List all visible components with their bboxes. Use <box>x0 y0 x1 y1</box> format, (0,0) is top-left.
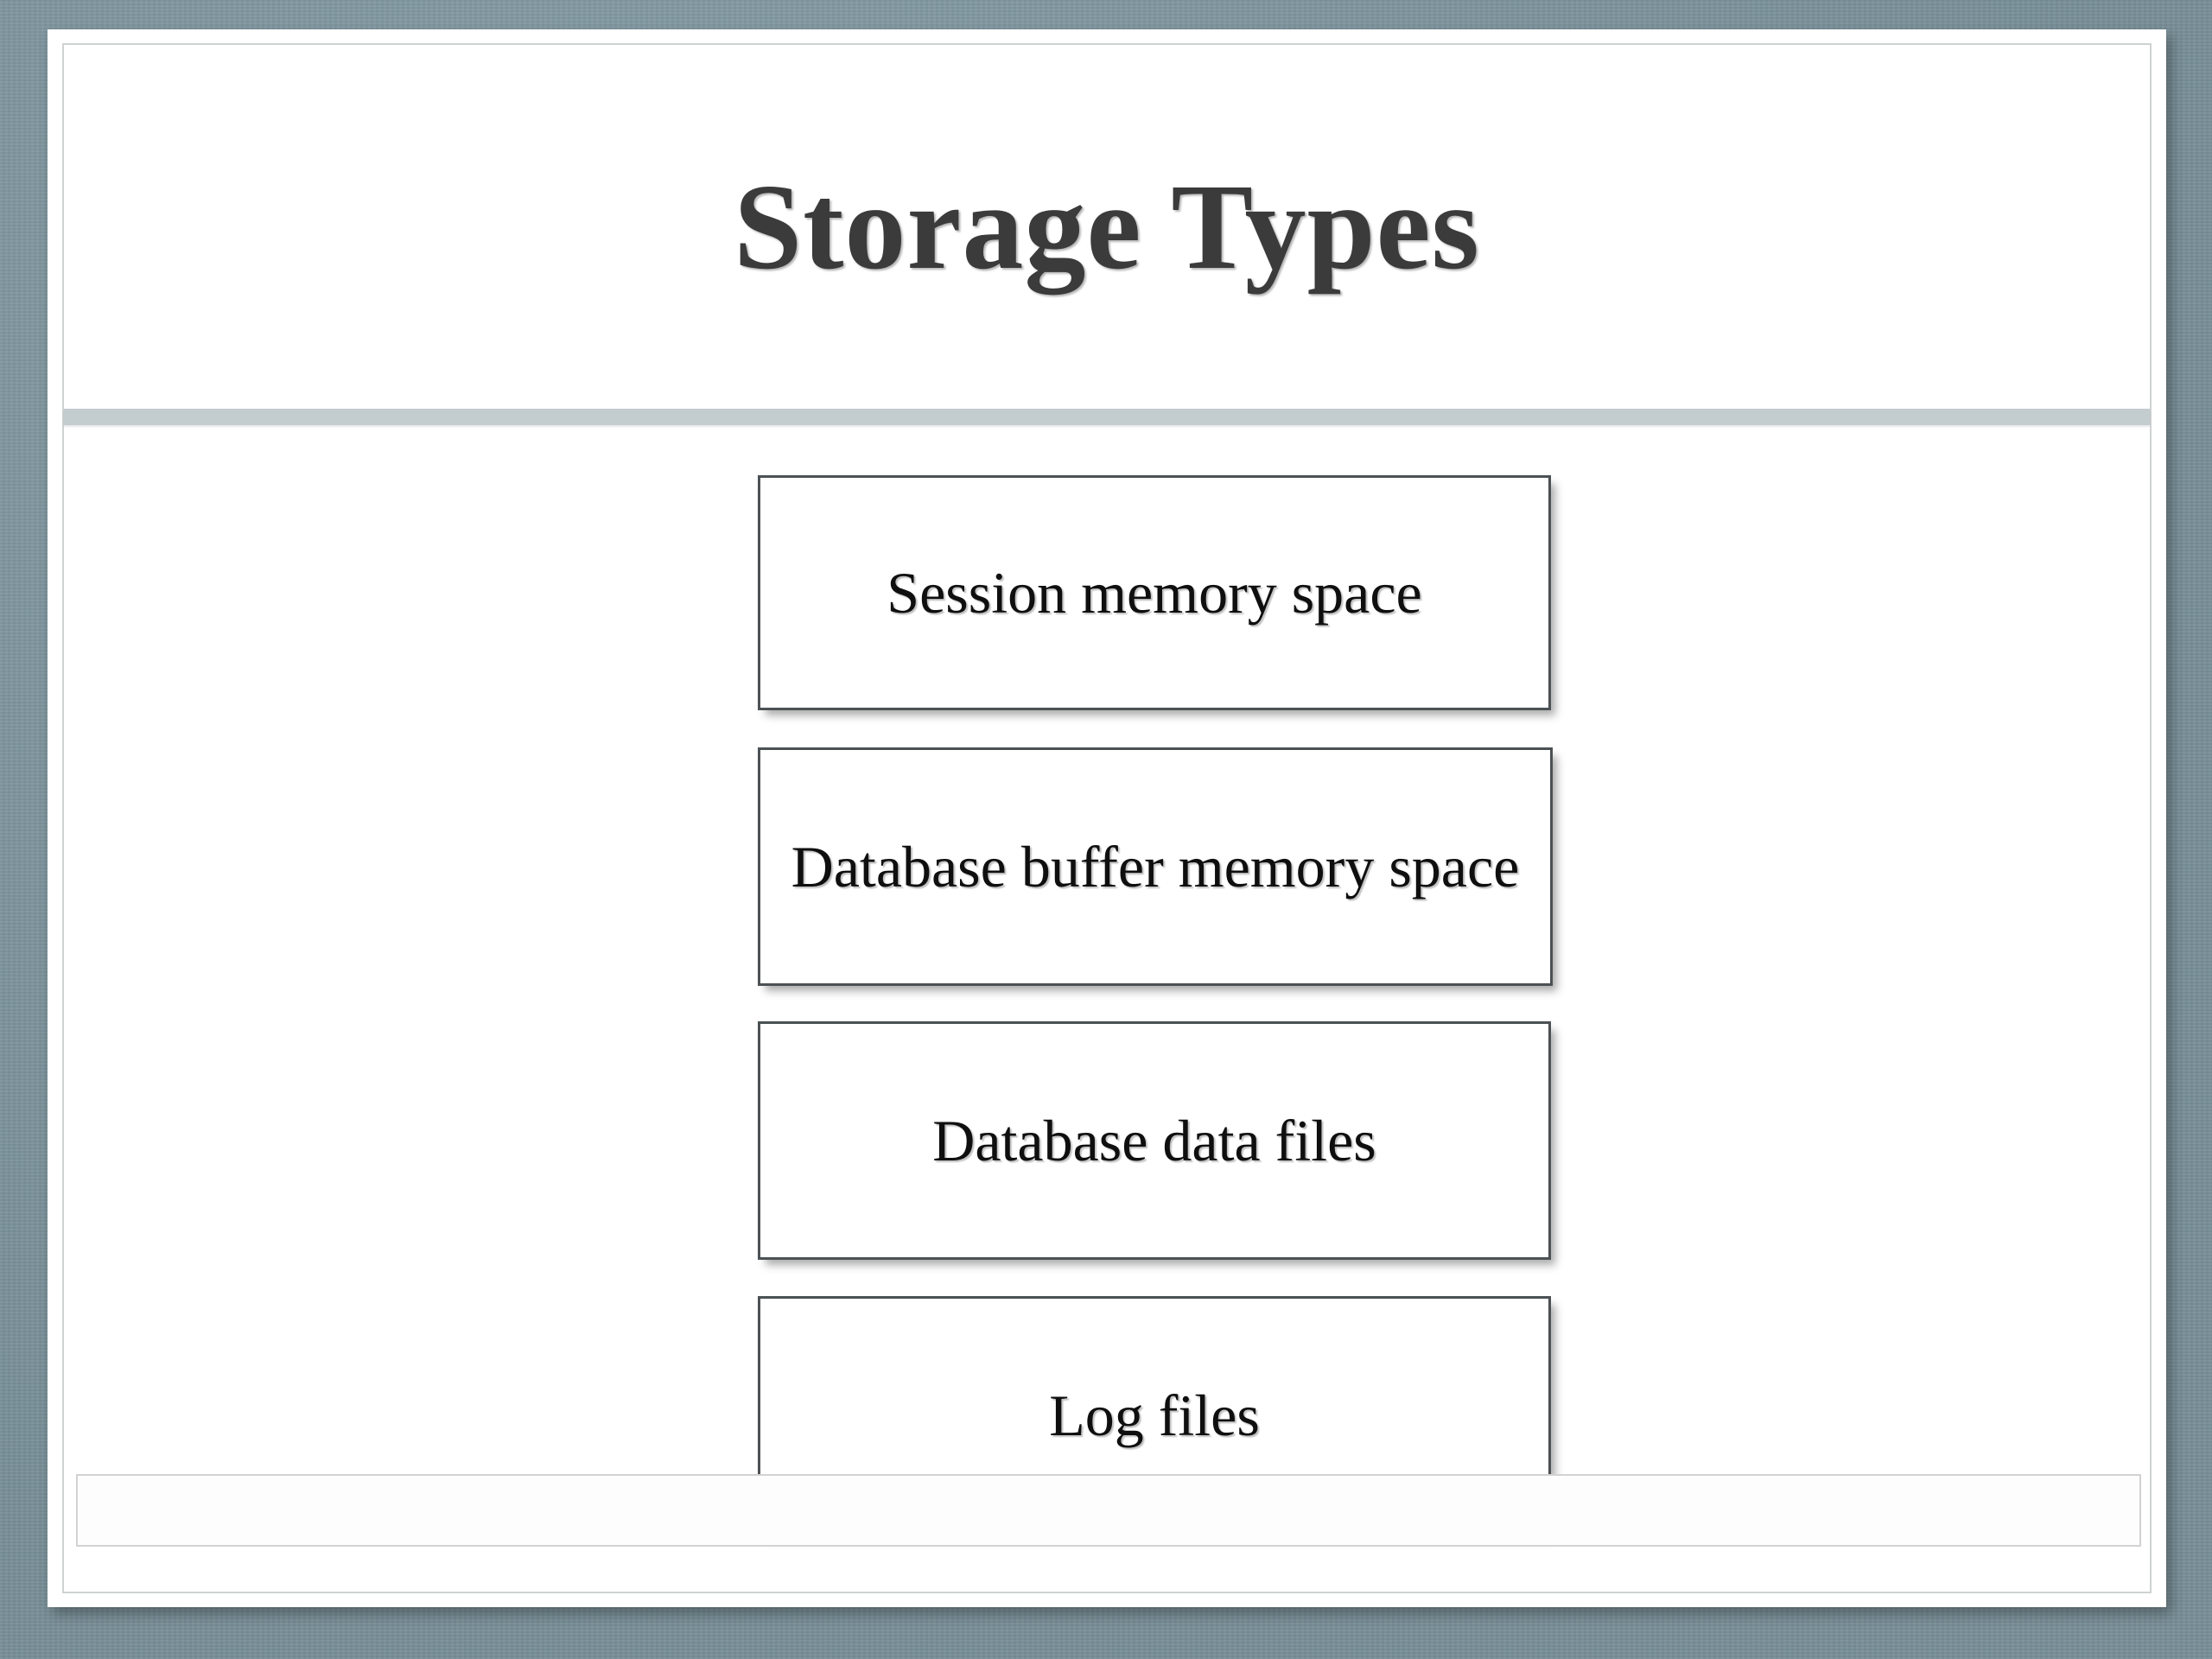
page-title: Storage Types <box>734 158 1480 295</box>
storage-boxes-group: Session memory space Database buffer mem… <box>64 425 2150 1540</box>
slide-inner-frame: Storage Types Session memory space Datab… <box>62 43 2152 1593</box>
storage-box-database-buffer-memory-space[interactable]: Database buffer memory space <box>758 747 1553 986</box>
storage-box-label: Database buffer memory space <box>791 834 1520 899</box>
title-area: Storage Types <box>64 45 2150 408</box>
storage-box-label: Log files <box>1049 1382 1260 1448</box>
storage-box-database-data-files[interactable]: Database data files <box>758 1021 1551 1260</box>
slide-card: Storage Types Session memory space Datab… <box>48 29 2166 1607</box>
storage-box-session-memory-space[interactable]: Session memory space <box>758 475 1551 710</box>
slide-footer-strip <box>76 1474 2141 1547</box>
storage-box-label: Database data files <box>932 1108 1376 1173</box>
title-divider-bar <box>64 409 2150 425</box>
storage-box-label: Session memory space <box>887 560 1422 626</box>
